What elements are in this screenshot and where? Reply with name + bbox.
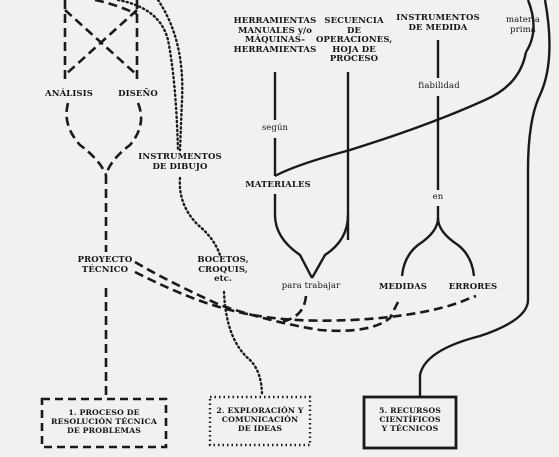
node-instrumentos-medida: INSTRUMENTOS DE MEDIDA bbox=[396, 13, 480, 33]
dot-line-short-arc bbox=[116, 0, 180, 152]
line-en-fork-right bbox=[436, 217, 476, 277]
line-materia-prima-to-materiales bbox=[274, 51, 528, 178]
node-instrumentos-dibujo: INSTRUMENTOS DE DIBUJO bbox=[138, 152, 222, 172]
box-2-frame bbox=[208, 395, 312, 447]
line-materiales-fork-left bbox=[273, 194, 314, 279]
node-fiabilidad: fiabilidad bbox=[418, 81, 460, 91]
box-5-label: 5. RECURSOS CIENTÍFICOS Y TÉCNICOS bbox=[379, 406, 441, 433]
node-errores: ERRORES bbox=[448, 282, 498, 292]
node-en: en bbox=[432, 192, 444, 202]
line-en-fork-left bbox=[400, 206, 440, 277]
node-materiales: MATERIALES bbox=[245, 180, 311, 190]
box-1-label: 1. PROCESO DE RESOLUCIÓN TÉCNICA DE PROB… bbox=[51, 408, 157, 435]
line-materiales-fork-right bbox=[310, 214, 350, 279]
dash-line-diseno-down bbox=[104, 102, 143, 176]
dot-line-long-arc bbox=[156, 0, 184, 152]
node-materia-prima: materia prima bbox=[505, 15, 541, 35]
node-proyecto-tecnico: PROYECTO TÉCNICO bbox=[77, 255, 133, 275]
dash-line-para-trabajar bbox=[279, 295, 308, 324]
node-para-trabajar: para trabajar bbox=[281, 281, 341, 291]
box-1-frame bbox=[40, 397, 168, 449]
node-herramientas: HERRAMIENTAS MANUALES y/o MÁQUINAS- HERR… bbox=[233, 16, 317, 55]
box-2-label: 2. EXPLORACIÓN Y COMUNICACIÓN DE IDEAS bbox=[216, 406, 304, 433]
line-materia-prima-top bbox=[524, 0, 535, 53]
node-diseno: DISEÑO bbox=[118, 89, 158, 99]
dash-line-proyecto-to-medidas bbox=[134, 260, 402, 333]
line-right-big-arc bbox=[418, 0, 551, 396]
node-bocetos: BOCETOS, CROQUIS, etc. bbox=[197, 255, 249, 284]
node-medidas: MEDIDAS bbox=[378, 282, 428, 292]
dash-line-analisis-down bbox=[65, 102, 108, 176]
dash-line-cross-b bbox=[64, 9, 138, 76]
dot-line-instrumentos-to-bocetos bbox=[178, 176, 222, 257]
dot-line-bocetos-to-box2 bbox=[222, 290, 264, 398]
dash-line-top-arc bbox=[94, 0, 138, 16]
node-segun: según bbox=[261, 123, 289, 133]
box-5-frame bbox=[362, 395, 458, 450]
node-analisis: ANÁLISIS bbox=[45, 89, 93, 99]
node-secuencia: SECUENCIA DE OPERACIONES, HOJA DE PROCES… bbox=[316, 16, 393, 64]
dash-line-proyecto-to-errores bbox=[134, 270, 477, 322]
